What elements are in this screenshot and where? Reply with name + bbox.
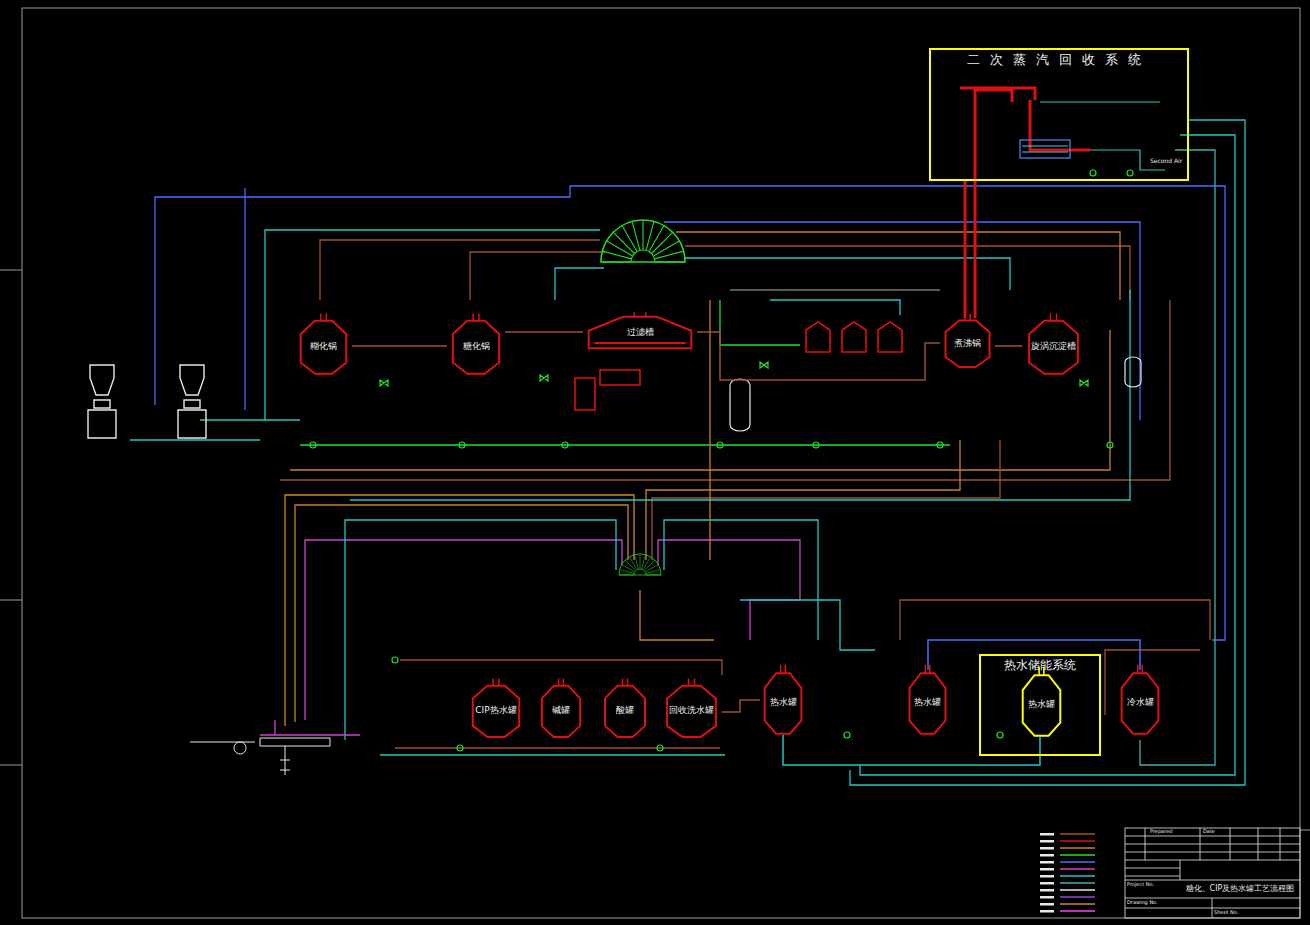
annotation: Second Air xyxy=(1150,158,1182,165)
pipe-connector xyxy=(505,331,583,333)
annotation: Project No. xyxy=(1127,882,1154,888)
region-title: 热水储能系统 xyxy=(1003,659,1077,673)
vessel: 旋涡沉淀槽 xyxy=(1023,318,1084,375)
tank: 酸罐 xyxy=(600,683,650,738)
vessel: 糊化锅 xyxy=(295,318,352,375)
tank: 碱罐 xyxy=(537,683,585,738)
vessel-label: 酸罐 xyxy=(615,705,635,715)
condenser xyxy=(1020,102,1165,170)
annotation: Prepared xyxy=(1150,829,1172,835)
distribution-manifold xyxy=(601,220,685,262)
vessel-label: 旋涡沉淀槽 xyxy=(1030,341,1077,351)
vessel: 过滤槽 xyxy=(583,315,697,350)
vessel: 煮沸锅 xyxy=(940,318,995,368)
annotation: Date xyxy=(1203,829,1215,835)
steam-pipes xyxy=(960,88,1090,318)
drawing-frame xyxy=(0,8,1310,918)
pipe-lines xyxy=(130,120,1245,785)
tank: 热水罐 xyxy=(1018,672,1065,737)
tank: CIP热水罐 xyxy=(467,683,525,738)
vessel-label: 回收洗水罐 xyxy=(668,705,715,715)
mill-hopper xyxy=(88,365,206,438)
tank: 冷水罐 xyxy=(1117,670,1163,735)
pipe-connector xyxy=(697,332,940,380)
vessel-label: 煮沸锅 xyxy=(953,338,982,348)
drawing-title: 糖化、CIP及热水罐工艺流程图 xyxy=(1186,885,1295,894)
distribution-manifold xyxy=(619,554,661,575)
region-title: 二次蒸汽回收系统 xyxy=(966,53,1152,68)
vessel-label: 碱罐 xyxy=(551,705,571,715)
vessel-label: 糊化锅 xyxy=(309,341,338,351)
vessel-label: 热水罐 xyxy=(1027,699,1056,709)
vessel: 糖化锅 xyxy=(447,318,505,375)
pipe-connector xyxy=(722,700,761,712)
pipe-connector xyxy=(995,345,1023,347)
system-region: 热水储能系统热水罐 xyxy=(979,654,1101,756)
water-header xyxy=(190,738,330,775)
pipe-connector xyxy=(783,735,1040,765)
vessel-label: CIP热水罐 xyxy=(474,705,517,715)
tank: 热水罐 xyxy=(760,670,806,735)
vessel-label: 冷水罐 xyxy=(1126,697,1155,707)
buffer-tank xyxy=(730,357,1141,431)
title-block xyxy=(1125,828,1300,918)
small-vessels xyxy=(575,322,902,410)
vessel-label: 热水罐 xyxy=(913,697,942,707)
pipe-connector xyxy=(352,345,447,347)
legend-samples xyxy=(1040,833,1095,913)
tank: 回收洗水罐 xyxy=(661,683,722,738)
vessel-label: 热水罐 xyxy=(769,697,798,707)
valve-symbols xyxy=(310,170,1133,751)
vessel-label: 糖化锅 xyxy=(462,341,491,351)
annotation: Sheet No. xyxy=(1214,910,1238,916)
tank: 热水罐 xyxy=(905,670,950,735)
pipe-connector xyxy=(964,181,967,318)
annotation: Drawing No. xyxy=(1127,900,1158,906)
vessel-label: 过滤槽 xyxy=(626,327,655,337)
